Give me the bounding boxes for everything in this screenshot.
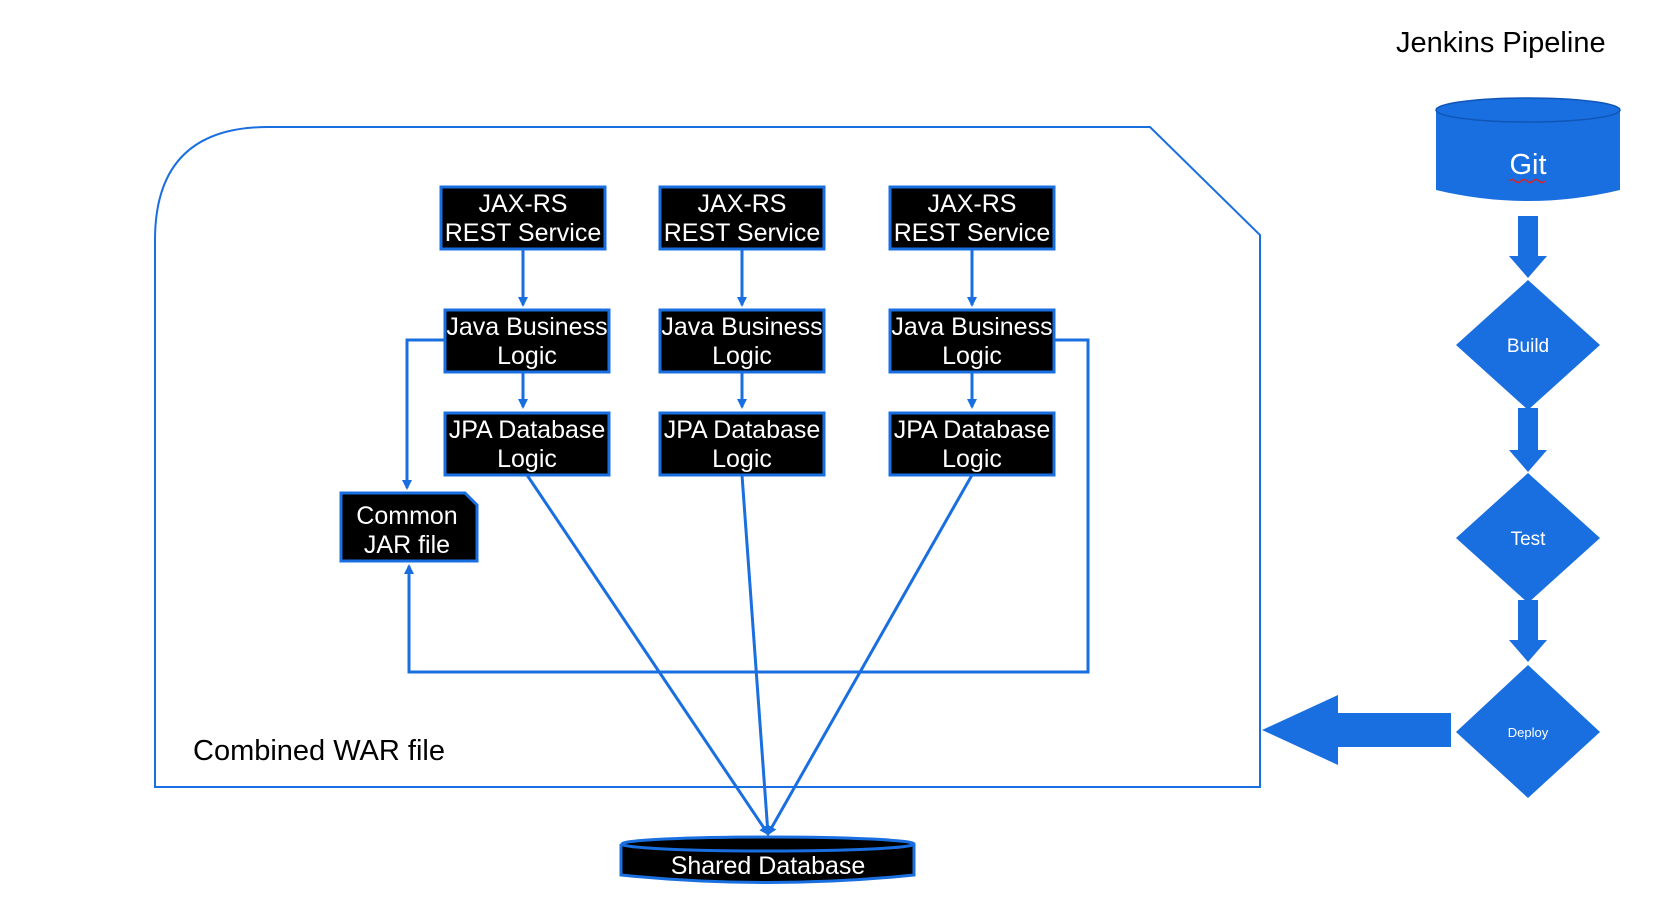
arrow-jpa-db-1 — [525, 474, 770, 836]
test-label: Test — [1511, 529, 1547, 550]
rest-service-line2: REST Service — [664, 219, 821, 247]
common-jar-line2: JAR file — [364, 531, 450, 559]
business-logic-line1: Java Business — [891, 313, 1052, 341]
connectors — [402, 250, 1090, 836]
service-column-2: JAX-RS REST Service Java Business Logic … — [658, 185, 826, 477]
arrow-business-common — [402, 338, 445, 490]
arrow-test-deploy — [1509, 600, 1547, 662]
business-logic-line2: Logic — [712, 342, 772, 370]
arrow-build-test — [1509, 408, 1547, 472]
shared-database: Shared Database — [619, 835, 916, 884]
business-logic-box: Java Business Logic — [658, 308, 826, 374]
arrow-jpa-db-2 — [740, 474, 773, 836]
jpa-logic-line1: JPA Database — [894, 416, 1051, 444]
business-logic-line1: Java Business — [661, 313, 822, 341]
jpa-logic-box: JPA Database Logic — [443, 411, 611, 477]
rest-service-line1: JAX-RS — [928, 190, 1017, 218]
jpa-logic-line2: Logic — [712, 445, 772, 473]
business-logic-line2: Logic — [942, 342, 1002, 370]
war-container — [154, 126, 1261, 788]
jpa-logic-line1: JPA Database — [449, 416, 606, 444]
rest-service-line1: JAX-RS — [479, 190, 568, 218]
rest-service-box: JAX-RS REST Service — [888, 185, 1056, 251]
jpa-logic-line1: JPA Database — [664, 416, 821, 444]
git-repository: Git — [1435, 97, 1621, 201]
rest-service-box: JAX-RS REST Service — [439, 185, 607, 251]
deploy-label: Deploy — [1508, 725, 1549, 740]
jpa-logic-box: JPA Database Logic — [658, 411, 826, 477]
common-jar-box: Common JAR file — [339, 491, 479, 563]
pipeline-flow-arrows — [1262, 216, 1547, 765]
jpa-logic-line2: Logic — [942, 445, 1002, 473]
service-column-3: JAX-RS REST Service Java Business Logic … — [888, 185, 1056, 477]
service-column-1: JAX-RS REST Service Java Business Logic … — [439, 185, 611, 477]
rest-service-line2: REST Service — [894, 219, 1051, 247]
git-label: Git — [1509, 149, 1546, 181]
business-logic-box: Java Business Logic — [888, 308, 1056, 374]
rest-service-line2: REST Service — [445, 219, 602, 247]
business-logic-line1: Java Business — [446, 313, 607, 341]
arrow-git-build — [1509, 216, 1547, 278]
common-jar-line1: Common — [356, 502, 457, 530]
jpa-logic-line2: Logic — [497, 445, 557, 473]
shared-database-label: Shared Database — [671, 852, 866, 880]
pipeline-title: Jenkins Pipeline — [1396, 27, 1606, 59]
spellcheck-underline — [1508, 178, 1546, 184]
deploy-step: Deploy — [1456, 665, 1600, 798]
rest-service-box: JAX-RS REST Service — [658, 185, 826, 251]
build-label: Build — [1507, 336, 1549, 357]
war-label: Combined WAR file — [193, 735, 445, 767]
arrow-business3-common — [404, 338, 1090, 674]
jpa-logic-box: JPA Database Logic — [888, 411, 1056, 477]
business-logic-line2: Logic — [497, 342, 557, 370]
business-logic-box: Java Business Logic — [443, 308, 611, 374]
build-step: Build — [1456, 280, 1600, 410]
arrow-deploy-war — [1262, 695, 1451, 765]
arrow-jpa-db-3 — [766, 474, 974, 836]
rest-service-line1: JAX-RS — [698, 190, 787, 218]
test-step: Test — [1456, 473, 1600, 603]
